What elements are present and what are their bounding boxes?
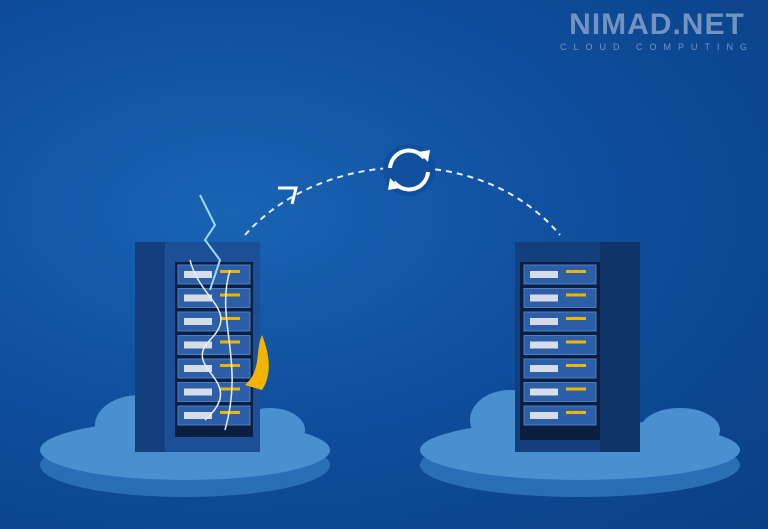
server-rack-healthy (515, 242, 640, 452)
server-rack-damaged (135, 194, 269, 452)
lightning-icon (199, 194, 222, 291)
server-unit (523, 335, 597, 355)
status-led (220, 411, 240, 414)
drive-slot (184, 294, 212, 302)
drive-slot (530, 412, 558, 419)
server-unit (523, 382, 597, 402)
status-led (220, 364, 240, 367)
drive-slot (530, 365, 558, 372)
migration-arrow-path (244, 166, 561, 236)
status-led (566, 270, 586, 273)
sync-icon (383, 144, 435, 196)
status-led (566, 293, 586, 297)
server-unit (177, 288, 251, 308)
arrow-icon (278, 186, 298, 205)
brand-logo-watermark: NIMAD.NET CLOUD COMPUTING (559, 8, 754, 53)
status-led (220, 293, 240, 297)
fire-icon (245, 335, 269, 390)
status-led (566, 340, 586, 344)
status-led (566, 317, 586, 320)
logo-tagline: CLOUD COMPUTING (559, 42, 754, 52)
server-unit (523, 311, 597, 332)
drive-slot (530, 271, 558, 278)
status-led (220, 387, 240, 391)
status-led (566, 364, 586, 367)
drive-slot (530, 341, 558, 349)
server-unit (177, 264, 251, 285)
status-led (220, 317, 240, 320)
drive-slot (530, 294, 558, 302)
drive-slot (184, 341, 212, 349)
status-led (566, 387, 586, 391)
server-unit (523, 288, 597, 308)
drive-slot (184, 318, 212, 325)
drive-slot (184, 365, 212, 372)
server-unit (523, 264, 597, 285)
server-unit (177, 405, 251, 426)
server-unit (177, 311, 251, 332)
server-unit (523, 358, 597, 379)
logo-name: NIMAD.NET (569, 8, 745, 41)
drive-slot (184, 412, 212, 419)
drive-slot (530, 318, 558, 325)
drive-slot (530, 388, 558, 396)
drive-slot (184, 271, 212, 278)
drive-slot (184, 388, 212, 396)
status-led (566, 411, 586, 414)
server-unit (523, 405, 597, 426)
